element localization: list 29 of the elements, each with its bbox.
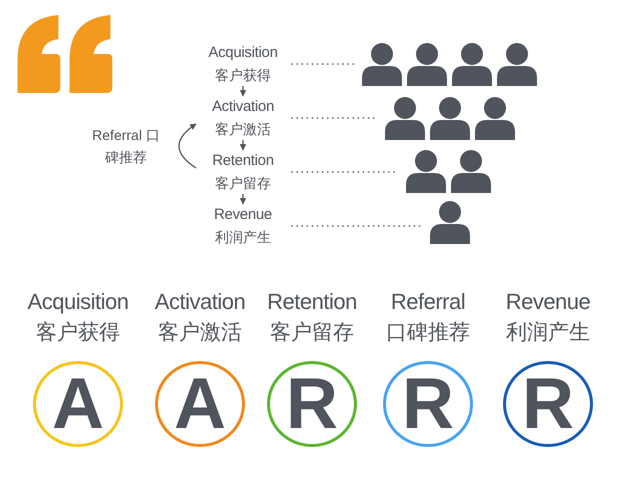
stage-title: Acquisition [208, 43, 278, 63]
stage-subtitle: 利润产生 [215, 228, 271, 247]
letter-circle: A [33, 361, 123, 447]
stage-subtitle: 客户留存 [215, 174, 271, 193]
stage-title: Retention [212, 151, 274, 171]
stage-subtitle: 客户激活 [158, 320, 242, 346]
dotted-line [291, 63, 355, 65]
dotted-line [291, 225, 423, 227]
letter-circle: A [155, 361, 245, 447]
stage-title: Retention [267, 288, 357, 316]
arrow [240, 140, 246, 151]
stage-subtitle: 利润产生 [506, 320, 590, 346]
stage-subtitle: 客户获得 [36, 320, 120, 346]
arrow [240, 194, 246, 205]
stage-title: Revenue [506, 288, 590, 316]
stage-subtitle: 客户激活 [215, 120, 271, 139]
letter-circle: R [383, 361, 473, 447]
stage-title: Referral [390, 288, 466, 316]
stage-subtitle: 客户留存 [270, 320, 354, 346]
letter-circle: R [503, 361, 593, 447]
stage-title: Activation [212, 97, 274, 117]
stage-subtitle: 口碑推荐 [386, 320, 470, 346]
stage-title: Revenue [214, 205, 272, 225]
stage-title: Acquisition [28, 288, 128, 316]
arrow [240, 86, 246, 97]
stage-subtitle: 客户获得 [215, 66, 271, 85]
curved-arrow [178, 123, 197, 169]
letter-circle: R [267, 361, 357, 447]
stage-title: Activation [154, 288, 246, 316]
